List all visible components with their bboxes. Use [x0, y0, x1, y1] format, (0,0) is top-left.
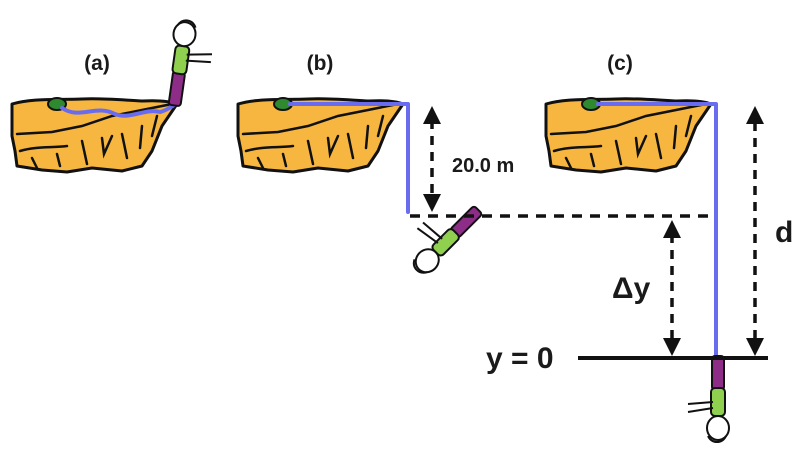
panel-c-cord — [596, 102, 718, 358]
delta-y-arrowhead-up — [663, 220, 681, 238]
panel-c-cliff — [544, 96, 713, 174]
panel-b-arrowhead-up — [423, 106, 441, 124]
delta-y-arrowhead-down — [663, 338, 681, 356]
panel-a-label: (a) — [84, 52, 110, 75]
panel-b-arrowhead-down — [423, 194, 441, 212]
panel-b-cliff — [236, 96, 405, 174]
panel-c-label: (c) — [607, 52, 633, 75]
distance-d-arrowhead-down — [746, 338, 764, 356]
ground-label: y = 0 — [486, 342, 554, 375]
panel-c-jumper — [687, 355, 730, 443]
distance-d-arrowhead-up — [746, 106, 764, 124]
panel-b-height-label: 20.0 m — [452, 155, 514, 177]
panel-a-coiled-cord — [60, 102, 178, 118]
panel-a-jumper — [162, 17, 218, 111]
panel-b-cord — [288, 102, 410, 214]
panel-b-label: (b) — [307, 52, 334, 75]
distance-d-label: d — [775, 216, 793, 249]
delta-y-label: Δy — [612, 272, 651, 305]
